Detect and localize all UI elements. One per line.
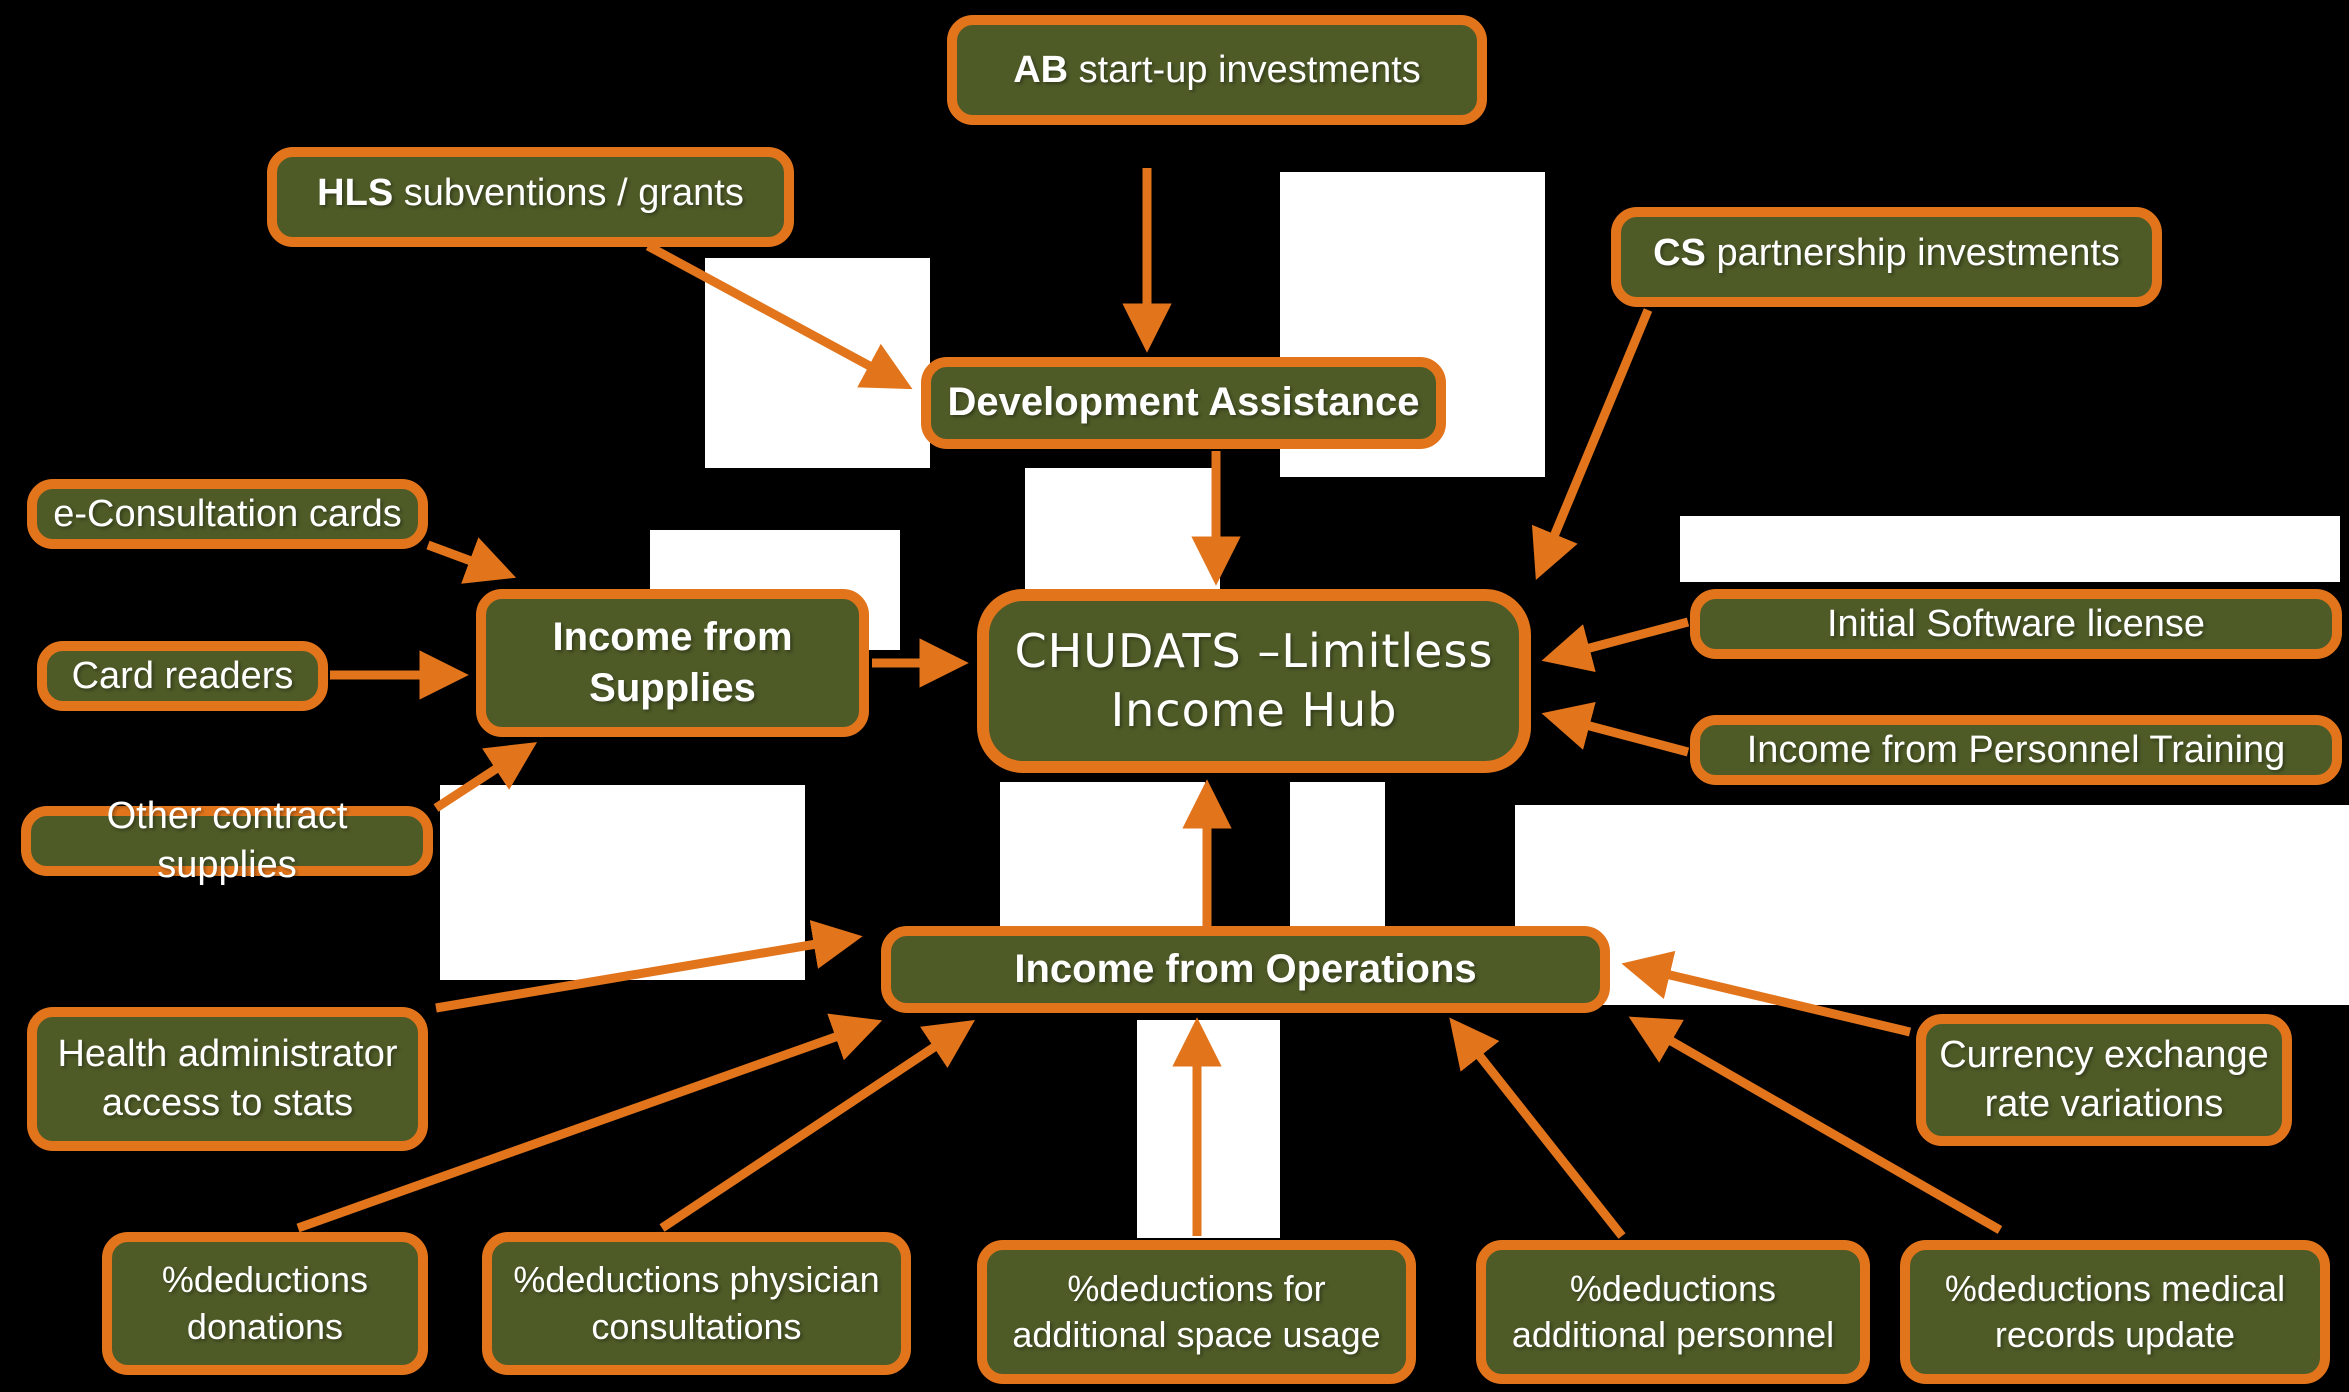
node-health: Health administrator access to stats <box>27 1007 428 1151</box>
node-operations-label: Income from Operations <box>1014 946 1477 991</box>
node-operations: Income from Operations <box>881 926 1610 1013</box>
node-card-label: Card readers <box>71 654 294 697</box>
node-physician-label: %deductions physician consultations <box>513 1259 880 1347</box>
node-dev: Development Assistance <box>921 357 1446 449</box>
node-hls-label: HLS subventions / grants <box>317 169 744 218</box>
node-supplies: Income from Supplies <box>476 589 869 737</box>
node-space: %deductions for additional space usage <box>977 1240 1416 1384</box>
node-cs-acronym: CS <box>1653 232 1706 274</box>
node-card: Card readers <box>37 641 328 711</box>
node-space-label: %deductions for additional space usage <box>1012 1267 1381 1355</box>
arrow-license-to-hub <box>1541 617 1690 673</box>
node-currency: Currency exchange rate variations <box>1916 1014 2292 1146</box>
arrow-medical-to-operations <box>1628 1016 2003 1234</box>
node-medical-label: %deductions medical records update <box>1944 1267 2286 1355</box>
node-hls-label-rest: subventions / grants <box>393 172 744 214</box>
node-hls-acronym: HLS <box>317 172 394 214</box>
node-donations: %deductions donations <box>102 1232 428 1375</box>
node-ab-label: AB start-up investments <box>1013 46 1421 95</box>
arrow-hls-to-dev <box>645 242 913 390</box>
arrow-personnel-to-operations <box>1449 1017 1626 1239</box>
node-other: Other contract supplies <box>21 795 433 886</box>
node-ab-label-rest: start-up investments <box>1068 48 1421 91</box>
node-hub-label: CHUDATS –Limitless Income Hub <box>1014 624 1494 737</box>
arrow-currency-to-operations <box>1621 950 1912 1037</box>
node-cs: CS partnership investments <box>1611 207 2162 307</box>
arrow-physician-to-operations <box>659 1020 975 1232</box>
node-dev-label: Development Assistance <box>947 380 1420 425</box>
arrow-econs-to-supplies <box>426 537 517 584</box>
arrow-training-to-hub <box>1541 701 1690 757</box>
node-training-label: Income from Personnel Training <box>1746 728 2286 771</box>
node-ab: AB start-up investments <box>947 15 1487 125</box>
arrow-health-to-operations <box>435 920 863 1013</box>
node-health-label: Health administrator access to stats <box>57 1033 398 1124</box>
node-license-label: Initial Software license <box>1826 602 2206 645</box>
node-license: Initial Software license <box>1690 589 2342 659</box>
node-donations-label: %deductions donations <box>161 1259 369 1347</box>
node-currency-label: Currency exchange rate variations <box>1939 1034 2269 1125</box>
background-patch <box>440 785 805 980</box>
arrow-other-to-supplies <box>433 742 538 812</box>
node-econs: e-Consultation cards <box>27 479 428 549</box>
background-patch <box>1680 516 2340 582</box>
node-econs-label: e-Consultation cards <box>53 492 402 535</box>
arrow-cs-to-hub <box>1531 308 1653 580</box>
node-personnel-label: %deductions additional personnel <box>1511 1267 1835 1355</box>
node-other-label: Other contract supplies <box>106 795 348 886</box>
node-physician: %deductions physician consultations <box>482 1232 911 1375</box>
node-supplies-label: Income from Supplies <box>552 614 793 710</box>
node-cs-label-rest: partnership investments <box>1705 232 2120 274</box>
node-cs-label: CS partnership investments <box>1653 229 2120 278</box>
node-ab-acronym: AB <box>1013 48 1069 91</box>
node-medical: %deductions medical records update <box>1900 1240 2330 1384</box>
node-personnel: %deductions additional personnel <box>1476 1240 1870 1384</box>
node-hls: HLS subventions / grants <box>267 147 794 247</box>
node-training: Income from Personnel Training <box>1690 715 2342 785</box>
arrow-donations-to-operations <box>296 1013 883 1233</box>
node-hub: CHUDATS –Limitless Income Hub <box>977 589 1531 773</box>
